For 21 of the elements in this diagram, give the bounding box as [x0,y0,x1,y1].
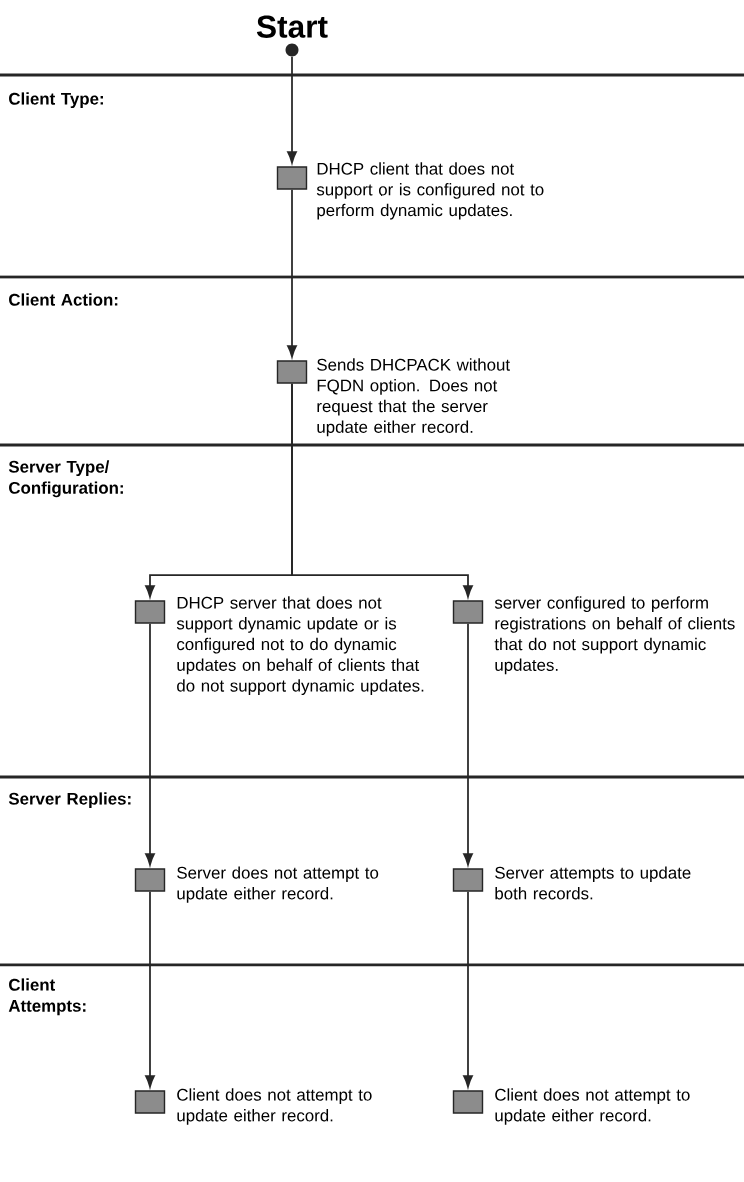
arrow [463,622,473,866]
step-text: Client does not attempt to update either record. [495,1088,690,1125]
step-text: Client does not attempt to update either record. [177,1088,372,1125]
section-label: Client Attempts: [8,978,86,1016]
section-label: Server Type/ Configuration: [8,460,123,498]
step-text: Sends DHCPACK without FQDN option. Does not request that the server update either record. [317,358,510,437]
step-text: Server does not attempt to update either record. [177,866,379,903]
arrow [145,622,155,866]
section-label: Client Action: [9,293,118,306]
step-text: Server attempts to update both records. [495,866,691,900]
step-text: DHCP client that does not support or is configured not to perform dynamic updates. [316,162,544,220]
step-text: server configured to perform registrations on behalf of clients that do not support dynamic updates. [494,596,735,675]
arrow [145,890,155,1088]
start-label: Start [256,15,328,38]
arrow [463,890,473,1088]
arrow [291,382,473,598]
arrow [287,188,297,358]
step-text: DHCP server that does not support dynamic update or is configured not to do dynamic updates on behalf of clients that do not support dynamic updates. [176,596,424,696]
section-label: Server Replies: [8,792,131,809]
arrow [287,56,297,164]
section-label: Client Type: [9,92,103,109]
